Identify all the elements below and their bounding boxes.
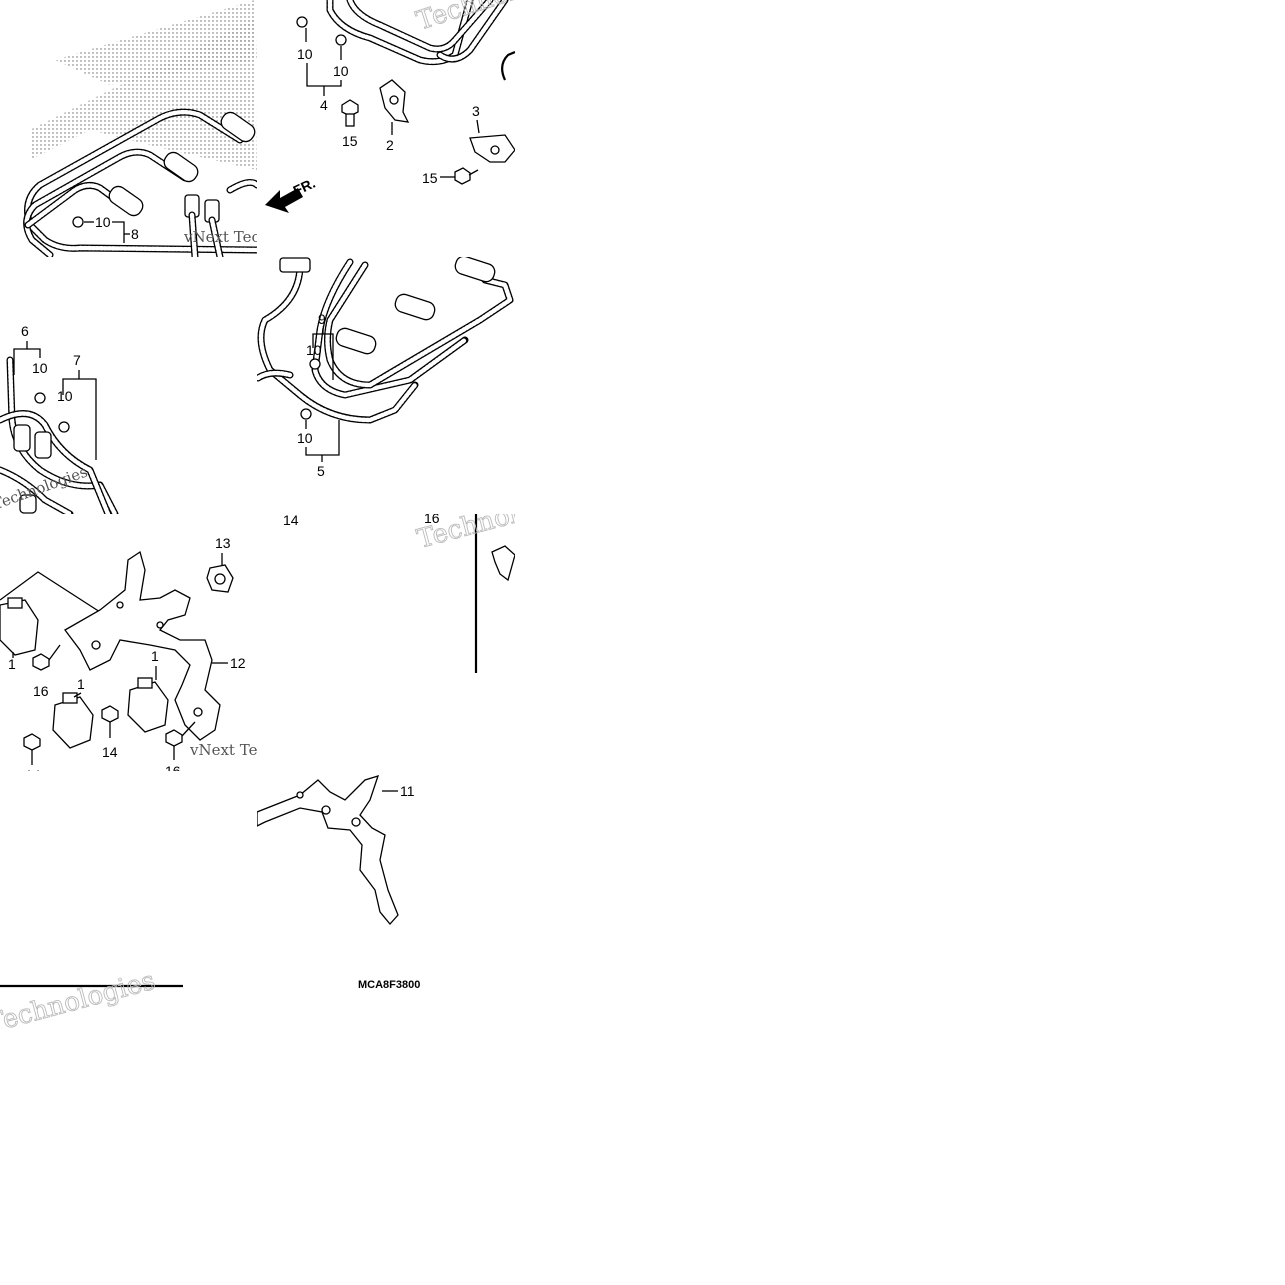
- tile-bottom-left: Technologies: [0, 965, 183, 1040]
- callout-4: 4: [320, 97, 328, 113]
- grommet-13: [206, 564, 234, 593]
- spark-plug-caps-d: [335, 257, 496, 355]
- bracket-12: [64, 550, 221, 741]
- ignition-cable-loop-d: [257, 258, 514, 424]
- callout-16: 16: [424, 510, 440, 526]
- callout-9: 9: [318, 311, 326, 327]
- bolt-14-e2: [23, 733, 41, 765]
- tile-middle-right: 9 10 14 10 5: [225, 257, 514, 479]
- callout-14: 14: [25, 767, 41, 783]
- callout-10: 10: [57, 388, 73, 404]
- callout-2: 2: [386, 137, 394, 153]
- watermark-b: Technologies: [413, 0, 586, 37]
- ignition-coil-1a: [0, 597, 39, 656]
- bolt-16-b: [165, 721, 196, 760]
- callout-6: 6: [21, 323, 29, 339]
- tile-middle-left: 6 10 7 10 Technologies: [0, 323, 119, 514]
- bolt-15-a: [341, 99, 359, 127]
- callout-10: 10: [297, 46, 313, 62]
- callout-15: 15: [342, 133, 358, 149]
- watermark-g: Technologies: [0, 966, 158, 1040]
- callout-14: 14: [102, 744, 118, 760]
- bolt-16-a: [32, 644, 61, 671]
- callout-8: 8: [131, 226, 139, 242]
- connector-c2: [34, 431, 52, 459]
- clip-10-d2: [300, 408, 312, 420]
- watermark-a: vNext Technologies: [183, 228, 333, 246]
- front-arrow: FR.: [265, 175, 318, 213]
- bracket-edge-f: [491, 545, 515, 582]
- tile-lower-middle: 14 16 Technologies: [283, 481, 588, 673]
- clip-10-c2: [58, 421, 70, 433]
- callout-16: 16: [33, 683, 49, 699]
- callout-14: 14: [283, 512, 299, 528]
- callout-14: 14: [225, 410, 241, 426]
- callout-10: 10: [297, 430, 313, 446]
- connector-c1: [13, 424, 31, 452]
- callout-11: 11: [400, 783, 415, 799]
- clamp-3: [469, 134, 515, 163]
- tile-top-left: 10 8 vNext Technologies: [23, 0, 333, 257]
- clip-10-c1: [34, 392, 46, 404]
- watermark-e: vNext Te: [189, 741, 258, 759]
- cable-connectors-a: [184, 178, 257, 257]
- clip-10-b2: [335, 34, 347, 46]
- bracket-11: [257, 775, 399, 925]
- callout-10: 10: [306, 342, 322, 358]
- callout-1: 1: [8, 656, 16, 672]
- ignition-cable-loop-a: [23, 108, 257, 257]
- callout-7: 7: [73, 352, 81, 368]
- engine-shading-lower: [55, 0, 257, 85]
- diagram-code: MCA8F3800: [358, 979, 420, 991]
- callout-1: 1: [77, 676, 85, 692]
- clip-10-a: [72, 216, 84, 228]
- watermark-f: Technologies: [414, 481, 588, 555]
- clip-10-b1: [296, 16, 308, 28]
- bolt-15-b: [454, 167, 479, 185]
- bolt-14-d: [225, 365, 255, 392]
- callout-13: 13: [215, 535, 231, 551]
- front-direction-label: FR.: [291, 175, 318, 199]
- callout-5: 5: [317, 463, 325, 479]
- callout-10: 10: [95, 214, 111, 230]
- ignition-coil-1b: [127, 677, 169, 733]
- connector-d: [279, 257, 311, 273]
- leader-1: [0, 571, 101, 613]
- tile-bottom-middle: 11 MCA8F3800: [257, 775, 420, 991]
- callout-12: 12: [230, 655, 246, 671]
- tile-top-right: Technologies 10 10 4 15 2 3: [265, 0, 586, 213]
- callout-16: 16: [165, 763, 181, 779]
- clip-10-d1: [309, 358, 321, 370]
- clamp-2: [379, 79, 410, 123]
- cable-edge-b: [501, 50, 515, 81]
- bolt-14-e1: [101, 705, 119, 738]
- tile-lower-left: 1 12 13 16 1 1: [0, 535, 258, 783]
- ignition-coil-1c: [52, 692, 94, 749]
- callout-3: 3: [472, 103, 480, 119]
- ignition-cable-loop-b: [326, 0, 509, 66]
- callout-1: 1: [151, 648, 159, 664]
- callout-10: 10: [32, 360, 48, 376]
- callout-15: 15: [422, 170, 438, 186]
- spark-plug-caps-a: [108, 111, 256, 217]
- connector-c3: [19, 494, 37, 514]
- callout-10: 10: [333, 63, 349, 79]
